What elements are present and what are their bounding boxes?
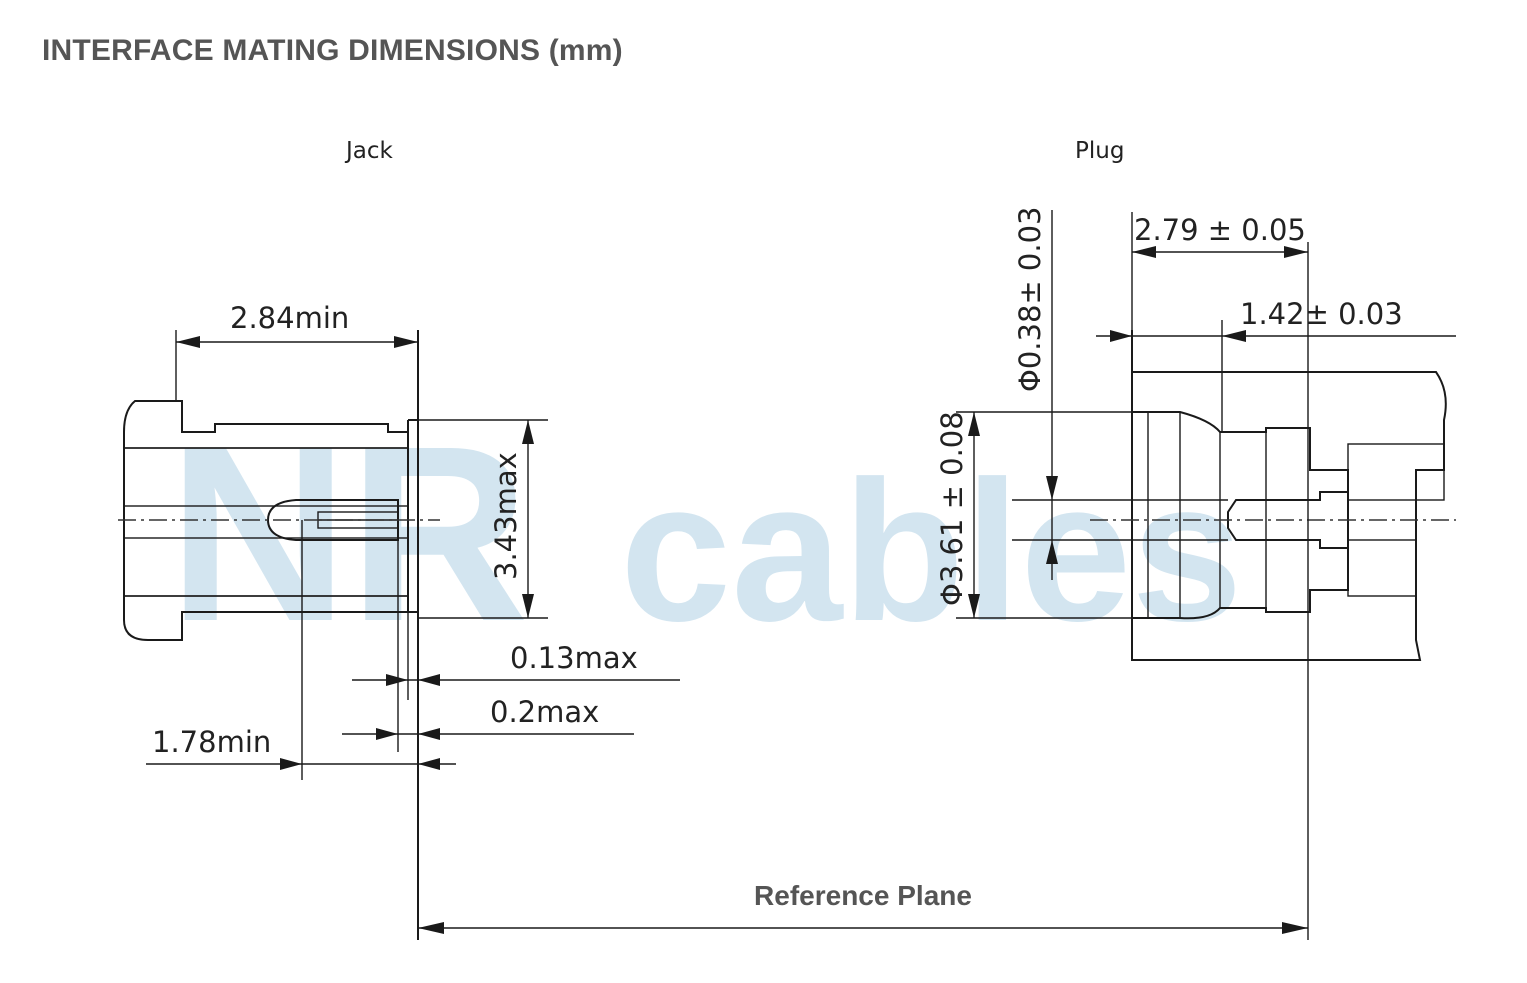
dim-013-arrow-left [386, 674, 408, 686]
dim-013-arrow-right [418, 674, 440, 686]
jack-contact [266, 499, 399, 541]
plug-dielectric-upper [1347, 443, 1445, 501]
dim-279-arrow-right [1284, 246, 1308, 258]
dim-02-label: 0.2max [490, 695, 599, 729]
dim-02-arrow-right [418, 728, 440, 740]
dim-361-arrow-bottom [968, 594, 980, 618]
dim-178-arrow-right [418, 758, 440, 770]
dim-343-arrow-bottom [522, 594, 534, 618]
dim-284-arrow-right [394, 336, 418, 348]
reference-plane-arrow-right [1282, 922, 1308, 934]
reference-plane-arrow-left [418, 922, 444, 934]
watermark-monogram: NR [168, 394, 529, 673]
dim-279-arrow-left [1132, 246, 1156, 258]
dim-284-label: 2.84min [230, 301, 349, 335]
dim-178-label: 1.78min [152, 725, 271, 759]
page-title: INTERFACE MATING DIMENSIONS (mm) [42, 34, 623, 67]
reference-plane-dimension: Reference Plane [418, 880, 1308, 934]
dim-038-arrow-top [1046, 476, 1058, 500]
dim-142-arrow-right [1222, 330, 1246, 342]
dim-361-arrow-top [968, 412, 980, 436]
dim-02-arrow-left [376, 728, 398, 740]
dim-142-arrow-left [1110, 330, 1132, 342]
dim-361-label: Φ3.61 ± 0.08 [935, 411, 969, 606]
plug-dielectric-lower [1347, 539, 1417, 597]
jack-view-label: Jack [346, 138, 393, 164]
reference-plane-label: Reference Plane [754, 880, 972, 911]
jack-body-outline [123, 400, 409, 641]
plug-view-label: Plug [1075, 138, 1125, 164]
dim-343-label: 3.43max [489, 452, 523, 580]
watermark-word: cables [620, 440, 1243, 663]
dim-284-arrow-left [176, 336, 200, 348]
plug-body [1131, 371, 1447, 661]
dim-343-arrow-top [522, 420, 534, 444]
dim-142-label: 1.42± 0.03 [1240, 297, 1403, 331]
plug-pin [1227, 491, 1349, 549]
plug-drawing: 2.79 ± 0.05 1.42± 0.03 Φ0.38± 0.03 Φ3.61… [935, 207, 1456, 940]
dim-013-label: 0.13max [510, 641, 638, 675]
watermark-logo: NR cables [168, 394, 1243, 673]
jack-drawing: 2.84min 3.43max 0.13max 0.2max 1.78min [118, 301, 680, 940]
dim-038-arrow-bottom [1046, 540, 1058, 564]
dim-038-label: Φ0.38± 0.03 [1013, 207, 1047, 392]
dim-279-label: 2.79 ± 0.05 [1134, 213, 1306, 247]
dim-178-arrow-left [280, 758, 302, 770]
